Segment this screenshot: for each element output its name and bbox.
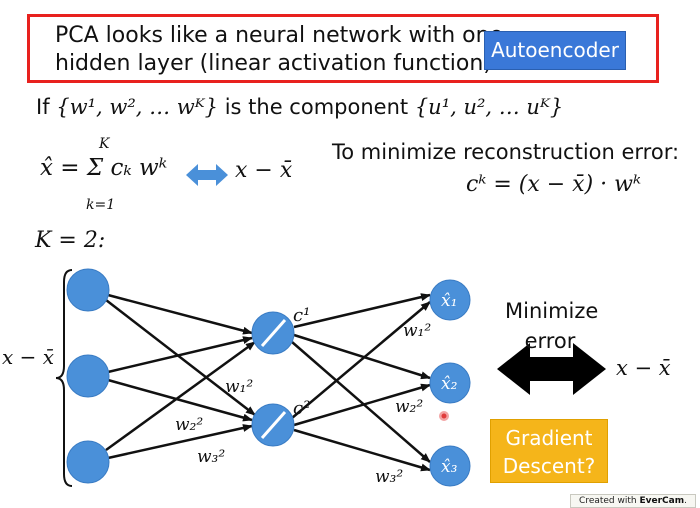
minimize-line-2: error: [524, 329, 576, 353]
weight-label-in-2: w₂²: [175, 415, 203, 435]
input-node-1: [66, 268, 110, 312]
minimize-error-label: Minimize error: [505, 296, 599, 356]
callout-line-2: hidden layer (linear activation function…: [55, 51, 492, 76]
component-equation: If {w¹, w², … wᴷ} is the component {u¹, …: [36, 95, 563, 119]
edge-h1-out3: [291, 341, 431, 463]
input-brace: [55, 269, 73, 487]
double-arrow-small-icon: [186, 164, 228, 186]
pointer-dot-core: [441, 413, 447, 419]
linear-activation-icon: [260, 411, 287, 439]
k-equals-label: K = 2:: [35, 228, 106, 253]
edge-h2-out3: [293, 428, 431, 472]
edge-h1-out1: [293, 293, 431, 329]
hidden-label-2: c²: [293, 398, 310, 419]
if-word: If: [36, 95, 50, 119]
pca-callout-text: PCA looks like a neural network with one…: [55, 22, 503, 78]
output-node-3: [429, 445, 471, 487]
edge-h2-out1: [291, 301, 431, 419]
weight-label-out-3: w₃²: [375, 467, 403, 487]
sum-upper-limit: K: [99, 136, 110, 152]
weight-label-out-2: w₂²: [395, 397, 423, 417]
output-label-3: x̂₃: [441, 457, 458, 477]
minimize-heading: To minimize reconstruction error:: [332, 140, 680, 164]
edge-in2-h2: [107, 378, 253, 422]
projection-formula: cᵏ = (x − x̄) · wᵏ: [466, 172, 642, 197]
gradient-descent-button[interactable]: Gradient Descent?: [490, 419, 608, 483]
u-set: {u¹, u², … uᴷ}: [414, 95, 564, 119]
callout-line-1: PCA looks like a neural network with one: [55, 23, 504, 48]
edge-in3-h1: [105, 340, 256, 452]
xhat-sum-formula: x̂ = Σ cₖ wᵏ: [40, 155, 168, 181]
output-label-2: x̂₂: [441, 374, 458, 394]
sum-lower-limit: k=1: [86, 197, 116, 213]
output-node-2: [429, 362, 471, 404]
pca-callout-box: [27, 14, 659, 83]
edge-in3-h2: [107, 424, 253, 460]
linear-activation-icon: [260, 319, 287, 347]
reconstruction-target: x − x̄: [235, 158, 293, 183]
edge-h1-out2: [293, 333, 431, 380]
w-set: {w¹, w², … wᴷ}: [56, 95, 219, 119]
output-node-1: [429, 279, 471, 321]
edge-in2-h1: [107, 336, 253, 374]
minimize-line-1: Minimize: [505, 299, 599, 323]
autoencoder-button[interactable]: Autoencoder: [484, 31, 626, 70]
component-phrase: is the component: [224, 95, 409, 119]
weight-label-out-1: w₁²: [403, 321, 431, 341]
edge-in1-h1: [107, 293, 253, 335]
edge-h2-out2: [293, 383, 431, 427]
gradient-line-1: Gradient: [505, 426, 593, 450]
evercam-watermark: Created with EverCam.: [570, 494, 696, 508]
output-label-1: x̂₁: [441, 291, 457, 311]
input-node-2: [66, 354, 110, 398]
hidden-label-1: c¹: [293, 305, 310, 326]
input-label: x − x̄: [2, 345, 54, 369]
input-node-3: [66, 440, 110, 484]
edge-in1-h2: [105, 299, 256, 416]
weight-label-in-1: w₁²: [225, 377, 253, 397]
gradient-line-2: Descent?: [502, 454, 596, 478]
double-arrow-large-icon: [497, 343, 606, 395]
error-target: x − x̄: [616, 356, 671, 380]
weight-label-in-3: w₃²: [197, 447, 225, 467]
